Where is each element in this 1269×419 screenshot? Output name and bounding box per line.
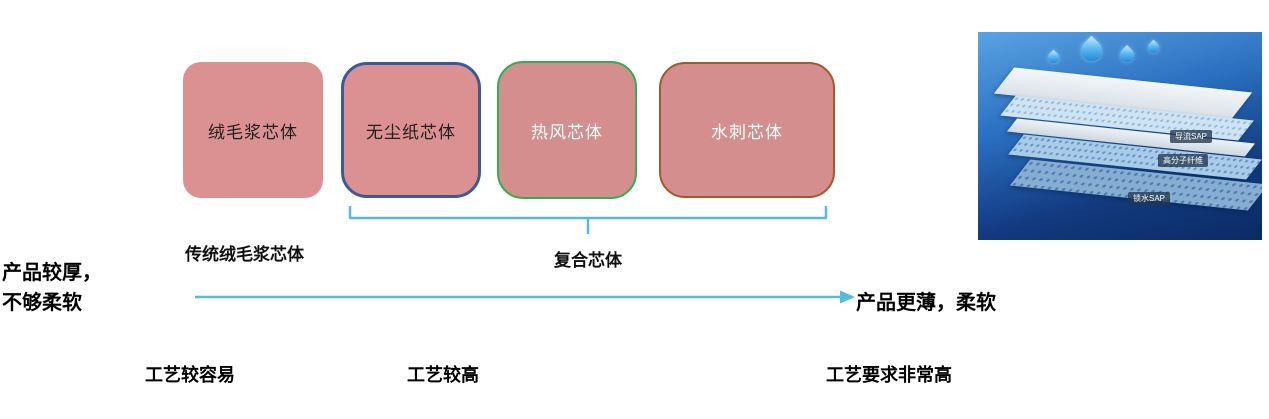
core-box-label: 绒毛浆芯体 bbox=[208, 122, 298, 142]
process-label-very-high: 工艺要求非常高 bbox=[826, 365, 952, 385]
left-description-line2: 不够柔软 bbox=[2, 292, 82, 314]
process-label-easy: 工艺较容易 bbox=[145, 365, 235, 385]
left-description-line1: 产品较厚， bbox=[2, 262, 102, 284]
water-drop-icon bbox=[1076, 35, 1107, 66]
product-structure-image: 导流SAP 高分子纤维 锁水SAP bbox=[978, 32, 1262, 240]
layer-chip-label: 高分子纤维 bbox=[1158, 154, 1208, 167]
layer-chip-label: 锁水SAP bbox=[1128, 192, 1171, 205]
right-description: 产品更薄，柔软 bbox=[856, 292, 996, 314]
core-box-label: 热风芯体 bbox=[531, 122, 603, 142]
core-box-spunlace: 水刺芯体 bbox=[659, 62, 835, 198]
core-box-hot-air: 热风芯体 bbox=[497, 61, 637, 199]
evolution-arrow bbox=[195, 290, 855, 304]
core-box-label: 无尘纸芯体 bbox=[366, 122, 456, 142]
process-label-high: 工艺较高 bbox=[407, 365, 479, 385]
water-drop-icon bbox=[1045, 49, 1062, 66]
core-box-dust-free-paper: 无尘纸芯体 bbox=[341, 62, 481, 198]
layer-chip-label: 导流SAP bbox=[1170, 130, 1213, 143]
traditional-core-label: 传统绒毛浆芯体 bbox=[185, 245, 304, 264]
core-box-fluff-pulp: 绒毛浆芯体 bbox=[183, 62, 323, 198]
core-box-label: 水刺芯体 bbox=[711, 122, 783, 142]
water-drop-icon bbox=[1145, 39, 1162, 56]
composite-core-label: 复合芯体 bbox=[554, 251, 622, 270]
left-description: 产品较厚， 不够柔软 bbox=[2, 258, 102, 318]
water-drop-icon bbox=[1117, 45, 1137, 65]
composite-bracket bbox=[348, 206, 828, 235]
